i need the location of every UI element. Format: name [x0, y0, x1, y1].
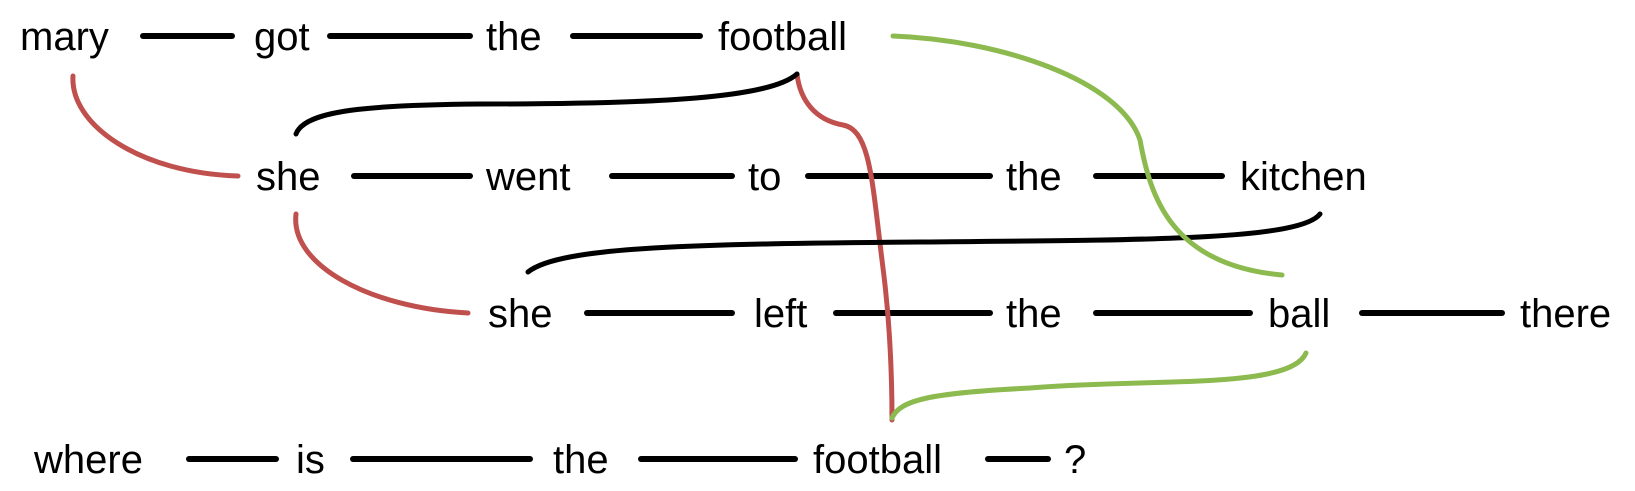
word-the: the: [486, 15, 542, 59]
she-she-link: [293, 211, 471, 316]
word-went: went: [485, 155, 571, 199]
football-question-link: [794, 71, 895, 423]
word-there: there: [1520, 292, 1611, 336]
kitchen-she-link: [525, 211, 1323, 275]
word-ball: ball: [1268, 292, 1330, 336]
word-left: left: [754, 292, 807, 336]
football-she-link: [293, 71, 800, 137]
sentence-1: mary got the football: [20, 15, 847, 59]
question-mark: ?: [1064, 438, 1086, 482]
word-where: where: [33, 438, 143, 482]
word-the: the: [1006, 292, 1062, 336]
word-mary: mary: [20, 15, 109, 59]
sentence-2: she went to the kitchen: [256, 155, 1367, 199]
football-ball-link: [890, 33, 1285, 278]
word-football: football: [813, 438, 942, 482]
word-chains: [140, 33, 1505, 462]
sentence-3: she left the ball there: [488, 292, 1611, 336]
word-she: she: [256, 155, 321, 199]
word-is: is: [296, 438, 325, 482]
word-to: to: [748, 155, 781, 199]
word-kitchen: kitchen: [1240, 155, 1367, 199]
word-she: she: [488, 292, 553, 336]
word-got: got: [254, 15, 310, 59]
ball-question-link: [889, 350, 1309, 421]
coreference-links: [70, 33, 1323, 423]
word-football: football: [718, 15, 847, 59]
word-the: the: [553, 438, 609, 482]
mary-she-link: [70, 73, 241, 179]
question: where is the football ?: [33, 438, 1086, 482]
word-the: the: [1006, 155, 1062, 199]
